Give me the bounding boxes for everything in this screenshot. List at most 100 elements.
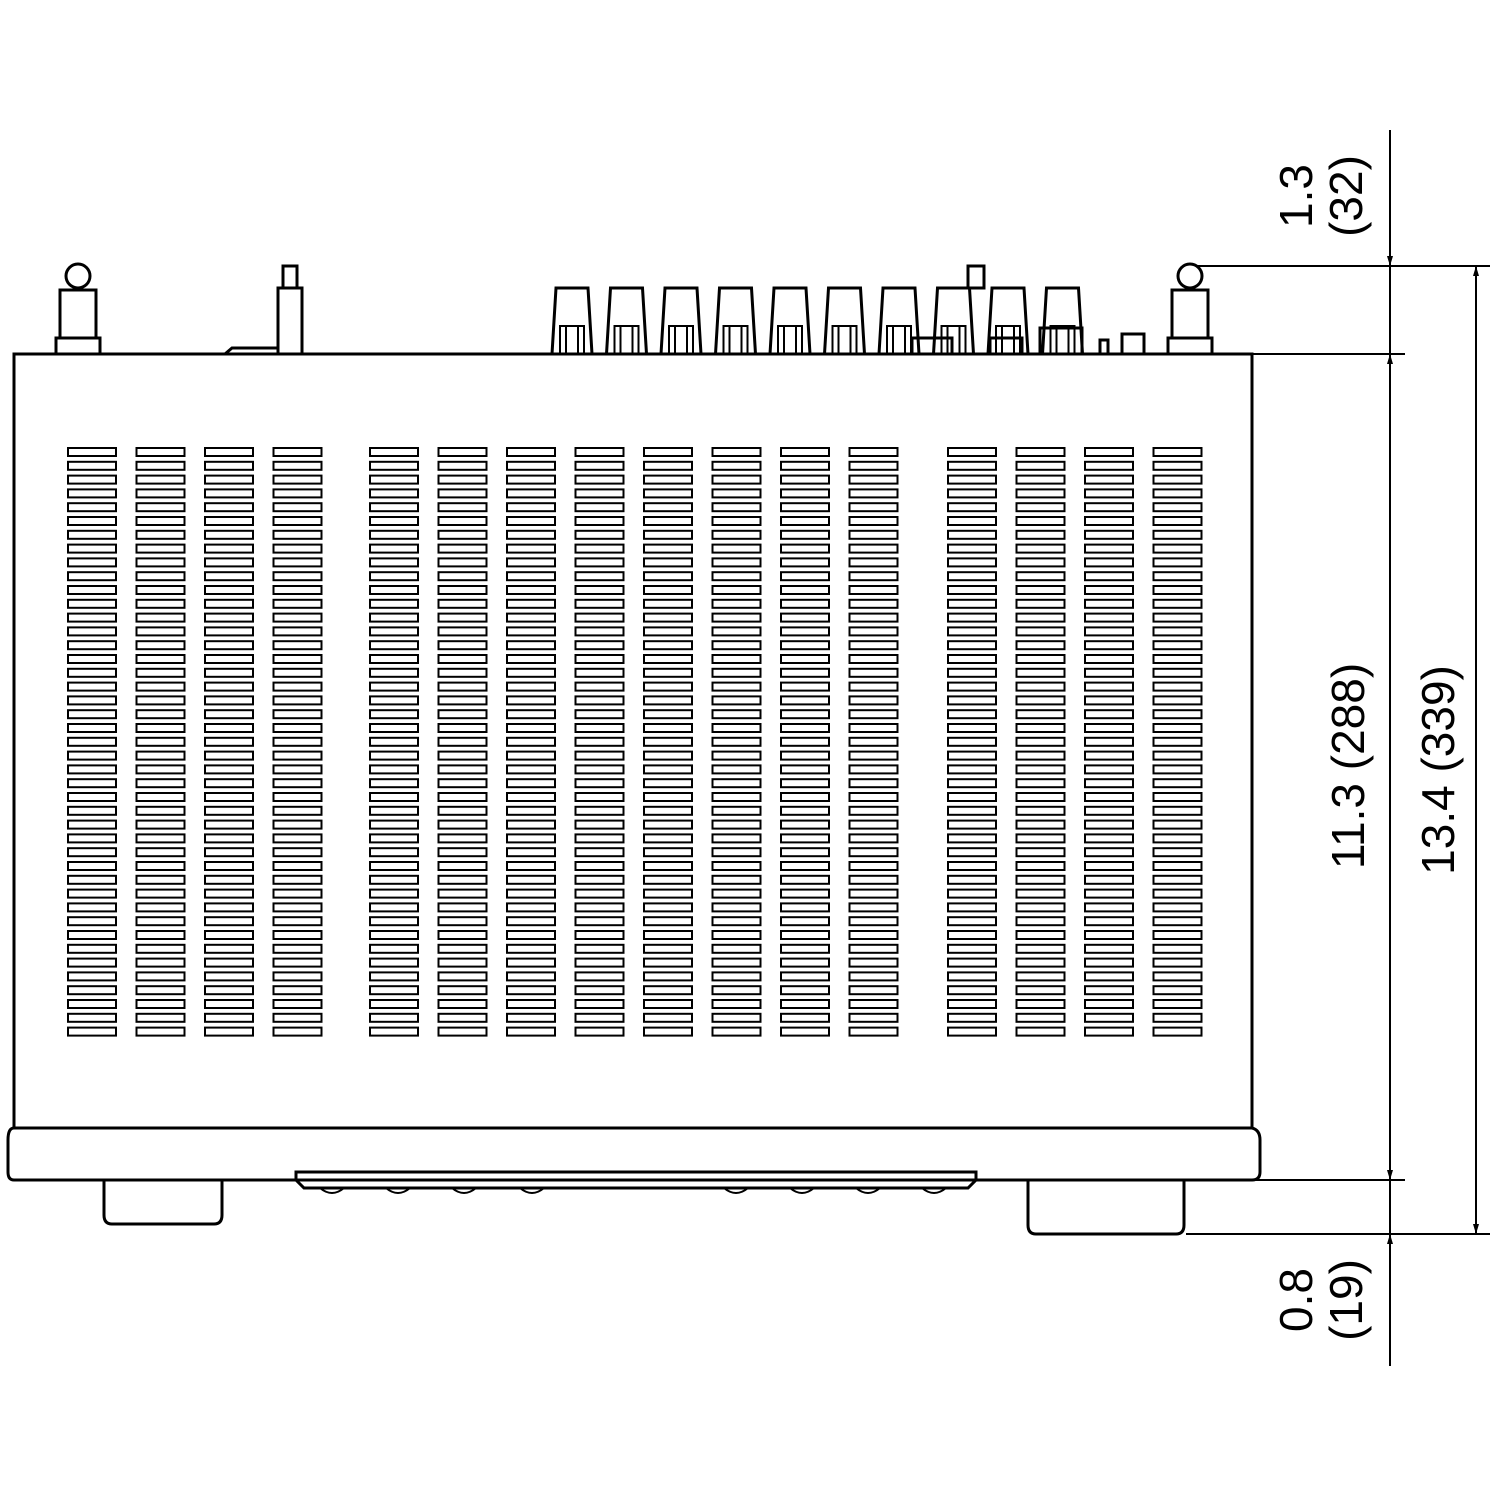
vent-slot (947, 792, 997, 802)
vent-column (848, 447, 899, 1037)
vent-slot (1084, 598, 1134, 609)
chassis-body (12, 352, 1254, 1130)
vent-slot (506, 805, 556, 816)
vent-slot (643, 681, 693, 692)
vent-slot (643, 709, 693, 720)
vent-slot (1084, 447, 1134, 457)
vent-slot (1084, 695, 1134, 706)
vent-slot (135, 460, 186, 471)
vent-slot (711, 474, 762, 485)
vent-slot (848, 640, 899, 651)
vent-slot (506, 792, 556, 802)
vent-slot (947, 681, 997, 692)
vent-slot (848, 833, 899, 844)
vent-slot (848, 916, 899, 927)
vent-column (204, 447, 254, 1037)
vent-slot (848, 543, 899, 554)
vent-slot (574, 971, 625, 982)
vent-slot (506, 502, 556, 513)
vent-slot (1152, 681, 1203, 692)
vent-slot (711, 460, 762, 471)
vent-slot (135, 626, 186, 637)
vent-slot (506, 764, 556, 775)
vent-slot (1152, 488, 1203, 499)
vent-slot (369, 1026, 419, 1037)
vent-slot (135, 764, 186, 775)
vent-slot (780, 736, 830, 747)
vent-slot (848, 598, 899, 609)
vent-slot (437, 819, 488, 830)
vent-slot (1084, 654, 1134, 664)
dimension-lines (1186, 130, 1490, 1366)
vent-slot (369, 764, 419, 775)
vent-slot (947, 695, 997, 706)
vent-slot (135, 861, 186, 871)
vent-slot (848, 557, 899, 568)
vent-slot (67, 695, 117, 706)
vent-slot (506, 571, 556, 582)
vent-slot (643, 640, 693, 651)
vent-slot (574, 792, 625, 802)
dim-front-knob-mm: (19) (1320, 1259, 1372, 1341)
vent-slot (1152, 447, 1203, 457)
vent-slot (1152, 1012, 1203, 1023)
vent-slot (848, 736, 899, 747)
vent-slot (1152, 805, 1203, 816)
vent-slot (574, 516, 625, 526)
vent-slot (848, 447, 899, 457)
vent-slot (947, 902, 997, 913)
vent-slot (1152, 654, 1203, 664)
vent-slot (780, 474, 830, 485)
vent-slot (711, 585, 762, 595)
vent-slot (947, 930, 997, 940)
vent-slot (369, 1012, 419, 1023)
vent-slot (643, 916, 693, 927)
vent-slot (369, 488, 419, 499)
vent-slot (67, 736, 117, 747)
vent-slot (1084, 888, 1134, 899)
vent-slot (643, 585, 693, 595)
vent-slot (780, 778, 830, 789)
small-jacks (910, 264, 1146, 356)
vent-slot (204, 930, 254, 940)
front-button (723, 1187, 749, 1194)
vent-slot (67, 571, 117, 582)
vent-slot (272, 709, 323, 720)
vent-slot (947, 861, 997, 871)
vent-slot (437, 543, 488, 554)
vent-slot (643, 516, 693, 526)
vent-slot (437, 488, 488, 499)
vent-slot (437, 585, 488, 595)
vent-slot (1152, 874, 1203, 885)
vent-slot (1152, 529, 1203, 540)
vent-slot (67, 985, 117, 996)
vent-slot (272, 847, 323, 858)
vent-slot (711, 902, 762, 913)
vent-slot (506, 723, 556, 733)
vent-slot (1015, 943, 1066, 954)
vent-slot (574, 502, 625, 513)
vent-slot (780, 847, 830, 858)
vent-slot (204, 612, 254, 623)
vent-slot (780, 557, 830, 568)
vent-slot (1152, 543, 1203, 554)
vent-slot (135, 654, 186, 664)
vent-slot (711, 819, 762, 830)
vent-slot (369, 598, 419, 609)
vent-slot (67, 502, 117, 513)
vent-slot (1152, 612, 1203, 623)
vent-slot (574, 709, 625, 720)
vent-slot (1152, 902, 1203, 913)
vent-slot (506, 833, 556, 844)
speaker-terminal (986, 286, 1030, 355)
vent-slot (643, 819, 693, 830)
vent-slot (1152, 598, 1203, 609)
vent-slot (204, 778, 254, 789)
vent-slot (947, 764, 997, 775)
vent-slot (1015, 764, 1066, 775)
vent-slot (947, 957, 997, 968)
vent-slot (780, 626, 830, 637)
vent-slot (1015, 723, 1066, 733)
front-button (519, 1187, 545, 1194)
vent-slot (135, 736, 186, 747)
